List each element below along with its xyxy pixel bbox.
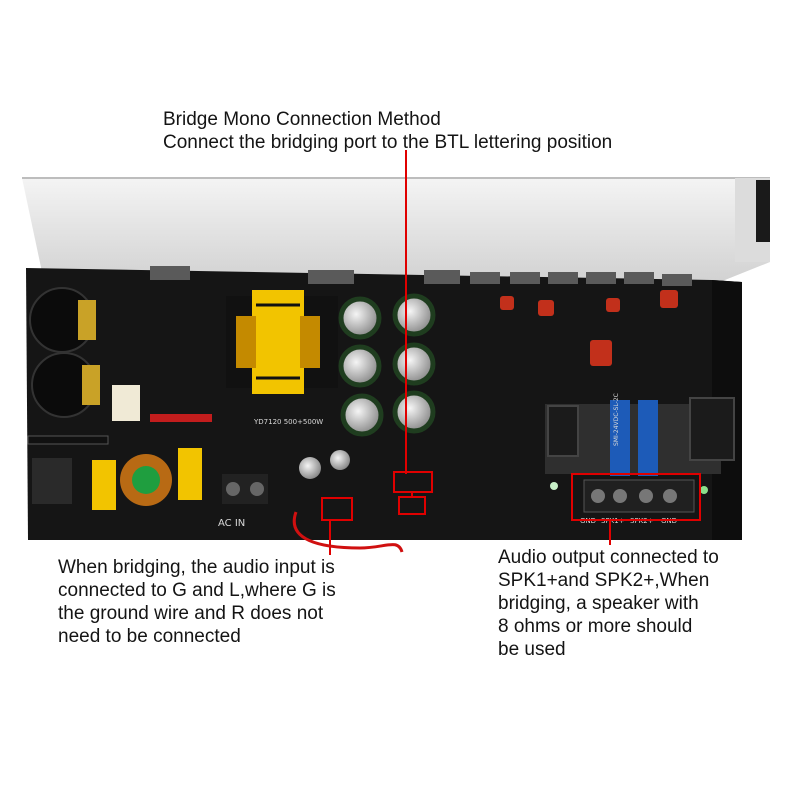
emi-filter — [27, 435, 202, 510]
bridging-caption-line-1: When bridging, the audio input is — [58, 557, 335, 578]
output-caption-line-5: be used — [498, 639, 566, 660]
film-capacitors — [500, 290, 678, 366]
filter-capacitors-left — [29, 287, 140, 421]
output-caption-line-3: bridging, a speaker with — [498, 593, 699, 614]
ac-in-label: AC IN — [218, 518, 245, 529]
bridge-caption-line-1: Bridge Mono Connection Method — [163, 109, 441, 130]
bridging-input-caption: When bridging, the audio input is connec… — [58, 556, 336, 648]
bridging-caption-line-2: connected to G and L,where G is — [58, 580, 336, 601]
bridge-mono-caption: Bridge Mono Connection Method Connect th… — [163, 108, 612, 154]
bridging-caption-line-4: need to be connected — [58, 626, 241, 647]
speaker-output-highlight — [571, 473, 701, 521]
output-relays — [545, 397, 735, 476]
bridge-caption-line-2: Connect the bridging port to the BTL let… — [163, 132, 613, 153]
output-caption-line-1: Audio output connected to — [498, 547, 719, 568]
power-resistor — [150, 414, 212, 422]
bridging-caption-line-3: the ground wire and R does not — [58, 603, 324, 624]
transformer — [226, 290, 338, 394]
audio-input-cable — [292, 511, 404, 553]
board-model-label: YD7120 500+500W — [253, 418, 323, 426]
output-caption-line-4: 8 ohms or more should — [498, 616, 693, 637]
speaker-terminal-block — [550, 479, 708, 513]
audio-output-caption: Audio output connected to SPK1+and SPK2+… — [498, 546, 719, 661]
main-capacitors — [299, 293, 436, 479]
output-caption-line-2: SPK1+and SPK2+,When — [498, 570, 710, 591]
audio-input-highlight — [321, 497, 353, 521]
ac-input-terminal — [222, 474, 268, 504]
heatsink — [22, 177, 770, 290]
relay-label: SMI-24VDC-SL-2C — [613, 393, 620, 446]
transistor-row — [150, 266, 692, 286]
annotation-overlay — [321, 150, 701, 555]
